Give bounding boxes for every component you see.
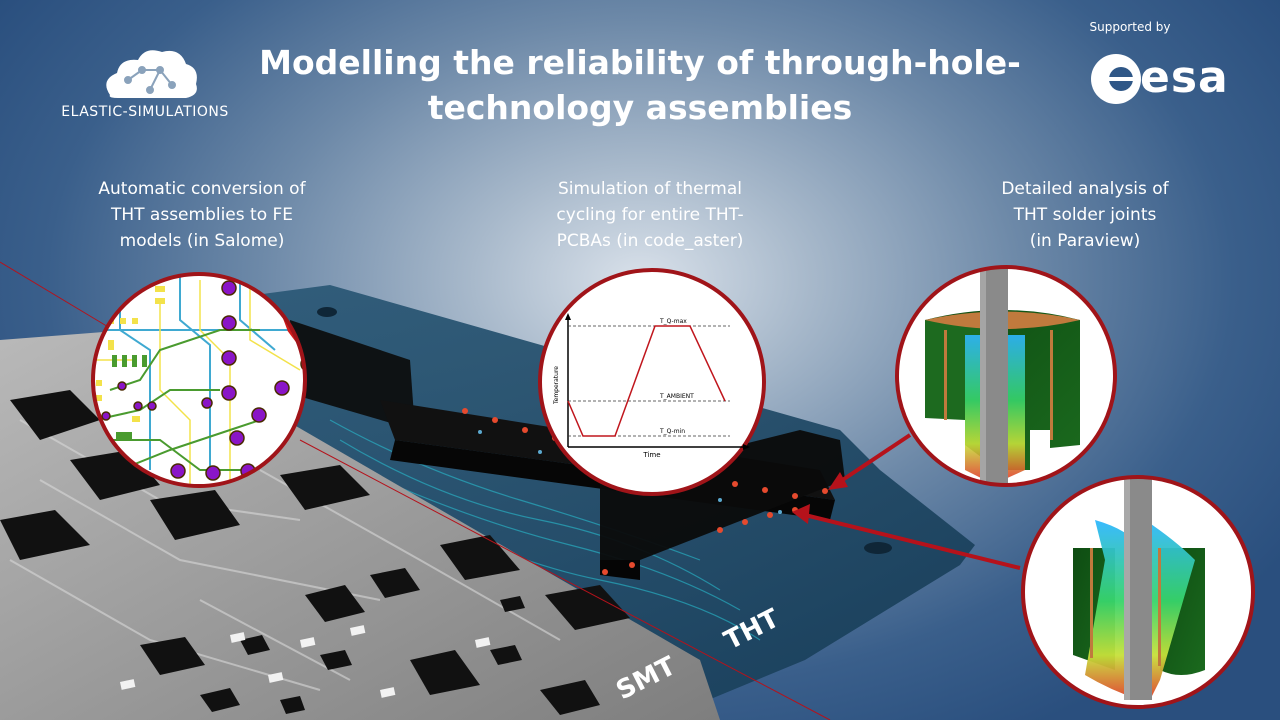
caption-center-line: Simulation of thermal	[557, 179, 743, 199]
chart-ylabel: Temperature	[553, 366, 560, 405]
title-line-1: Modelling the reliability of through-hol…	[259, 43, 1021, 82]
t-ambient-label: T_AMBIENT	[659, 393, 694, 400]
zoom-guide-lines	[0, 261, 831, 720]
t-min-label: T_Q-min	[659, 428, 685, 435]
caption-left-line: models (in Salome)	[119, 231, 285, 251]
caption-left-line: Automatic conversion of	[98, 179, 306, 199]
caption-center-line: cycling for entire THT-	[556, 205, 744, 225]
caption-left-line: THT assemblies to FE	[110, 205, 294, 225]
solder-joint-circle-bottom	[1021, 475, 1255, 709]
supported-by-label: Supported by	[1089, 20, 1171, 34]
thermal-cycle-circle: Temperature Time T_Q-max T_AMBIENT T_Q-m…	[538, 268, 766, 496]
chart-xlabel: Time	[642, 451, 660, 459]
brand-name: ELASTIC-SIMULATIONS	[61, 104, 229, 120]
esa-logo-icon	[1091, 54, 1141, 104]
solder-joint-circle-top	[895, 265, 1117, 487]
t-max-label: T_Q-max	[659, 318, 687, 325]
pointer-arrows	[792, 433, 1021, 570]
caption-right: Detailed analysis of THT solder joints (…	[960, 176, 1210, 254]
page-title: Modelling the reliability of through-hol…	[240, 40, 1040, 130]
caption-center: Simulation of thermal cycling for entire…	[520, 176, 780, 254]
caption-left: Automatic conversion of THT assemblies t…	[70, 176, 334, 254]
caption-right-line: Detailed analysis of	[1001, 179, 1169, 199]
caption-right-line: (in Paraview)	[1029, 231, 1141, 251]
caption-center-line: PCBAs (in code_aster)	[556, 231, 744, 251]
cloud-logo-icon	[106, 50, 197, 98]
esa-logo-text: esa	[1140, 52, 1229, 103]
fe-model-zoom-circle	[91, 272, 307, 488]
thermal-cycle-chart: Temperature Time T_Q-max T_AMBIENT T_Q-m…	[553, 313, 750, 459]
caption-right-line: THT solder joints	[1013, 205, 1157, 225]
title-line-2: technology assemblies	[427, 88, 853, 127]
